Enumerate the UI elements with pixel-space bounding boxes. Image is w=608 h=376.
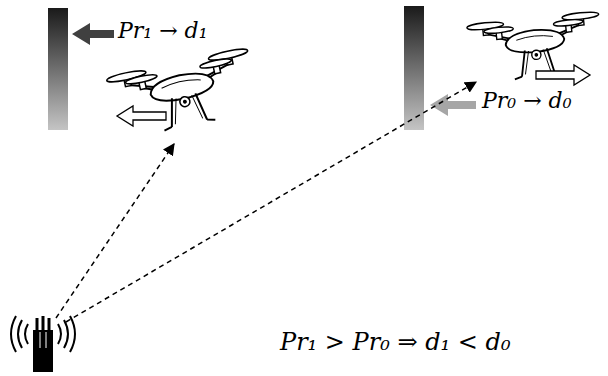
base-station <box>11 316 75 372</box>
signal-label: Pr₁ → d₁ <box>118 18 207 44</box>
signal-path <box>56 144 174 318</box>
wall <box>404 6 424 130</box>
drone <box>106 47 260 140</box>
signal-arrow <box>72 23 114 45</box>
motion-arrow <box>536 65 590 85</box>
signal-arrow <box>430 94 476 116</box>
signal-path <box>66 82 476 322</box>
wall <box>48 8 68 130</box>
motion-arrow <box>117 106 166 126</box>
relation-note: Pr₁ > Pr₀ ⇒ d₁ < d₀ <box>280 328 511 357</box>
signal-label: Pr₀ → d₀ <box>482 88 571 114</box>
